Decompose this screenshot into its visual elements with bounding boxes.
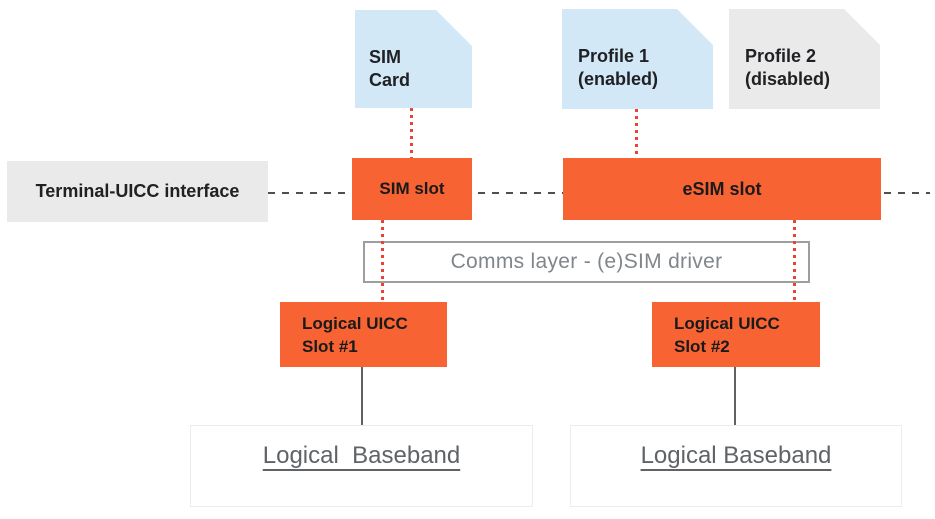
esim-slot-box: eSIM slot: [563, 158, 881, 220]
logical-baseband-left-box: Logical Baseband: [190, 425, 533, 507]
uicc-slot-1-label-line2: Slot #1: [302, 336, 358, 356]
line-uicc1-to-baseband-left: [361, 367, 363, 426]
terminal-uicc-interface-label: Terminal-UICC interface: [35, 181, 240, 201]
dotted-connector-simcard-to-simslot: [410, 108, 413, 158]
dotted-connector-esimslot-to-uicc2: [793, 220, 796, 302]
logical-baseband-right-label: Logical Baseband: [640, 442, 832, 469]
profile-1-label-line1: Profile 1: [578, 46, 650, 66]
comms-layer-box: Comms layer - (e)SIM driver: [363, 241, 810, 283]
logical-baseband-right-box: Logical Baseband: [570, 425, 902, 507]
comms-layer-label: Comms layer - (e)SIM driver: [450, 250, 723, 273]
uicc-slot-2-label-line1: Logical UICC: [674, 313, 780, 333]
sim-slot-box: SIM slot: [352, 158, 472, 220]
sim-card-label-line2: Card: [369, 70, 411, 90]
logical-uicc-slot-2-box: Logical UICC Slot #2: [652, 302, 820, 367]
line-uicc2-to-baseband-right: [734, 367, 736, 426]
esim-slot-label: eSIM slot: [682, 178, 762, 199]
uicc-slot-1-label-line1: Logical UICC: [302, 313, 408, 333]
sim-card-shape: SIM Card: [355, 10, 472, 108]
profile-2-label-line1: Profile 2: [745, 46, 817, 66]
terminal-uicc-interface-box: Terminal-UICC interface: [7, 161, 268, 222]
sim-slot-label: SIM slot: [379, 179, 445, 198]
dotted-connector-profile1-to-esimslot: [635, 109, 638, 158]
logical-baseband-left-label: Logical Baseband: [262, 442, 461, 469]
profile-1-label-line2: (enabled): [578, 69, 659, 89]
profile-1-enabled-shape: Profile 1 (enabled): [562, 9, 713, 109]
profile-2-disabled-shape: Profile 2 (disabled): [729, 9, 880, 109]
logical-uicc-slot-1-box: Logical UICC Slot #1: [280, 302, 447, 367]
uicc-slot-2-label-line2: Slot #2: [674, 336, 730, 356]
sim-card-label-line1: SIM: [369, 47, 402, 67]
profile-2-label-line2: (disabled): [745, 69, 831, 89]
dotted-connector-simslot-to-uicc1: [381, 220, 384, 302]
